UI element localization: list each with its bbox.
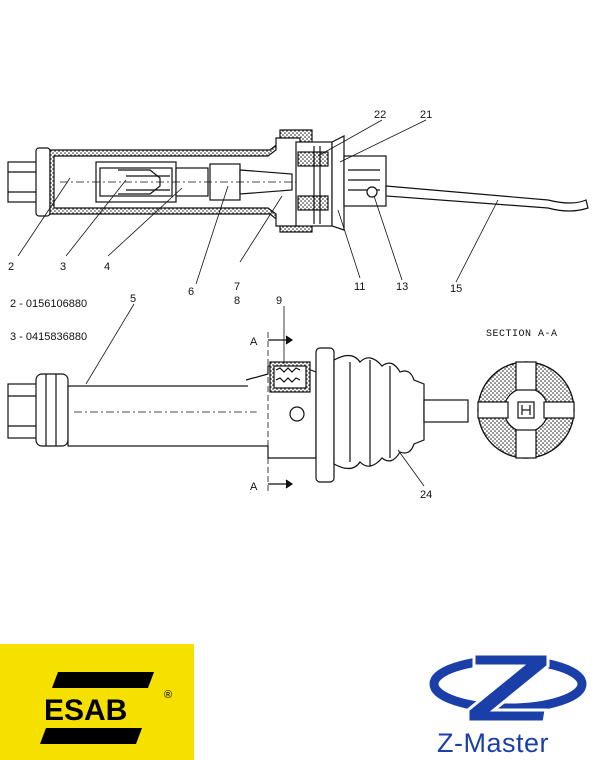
part-number-3: 3 - 0415836880	[10, 331, 88, 343]
section-title: SECTION A-A	[486, 329, 558, 340]
callout-24: 24	[420, 489, 432, 501]
torch-assembly-top	[7, 129, 589, 233]
callout-2: 2	[8, 261, 14, 273]
section-a-a-view	[477, 361, 575, 459]
callout-6: 6	[188, 286, 194, 298]
callout-8: 8	[234, 295, 240, 307]
callout-9: 9	[276, 295, 282, 307]
esab-wordmark: ESAB	[44, 694, 127, 727]
leader-lines	[17, 119, 499, 487]
logo-z-letter	[466, 652, 550, 724]
callout-13: 13	[396, 281, 408, 293]
exploded-parts-diagram: 2 3 4 6 7 8 11 13 15 22 21 5 9 24 A A SE…	[7, 109, 589, 501]
callout-3: 3	[60, 261, 66, 273]
cut-label-a-top: A	[250, 336, 258, 348]
callout-11: 11	[354, 281, 365, 293]
esab-logo: ESAB ®	[0, 644, 194, 760]
torch-assembly-bottom	[7, 332, 469, 492]
callout-5: 5	[130, 293, 136, 305]
registered-mark: ®	[164, 689, 172, 701]
callout-4: 4	[104, 261, 110, 273]
cut-label-a-bottom: A	[250, 481, 258, 493]
z-master-logo	[429, 652, 587, 724]
part-number-2: 2 - 0156106880	[10, 298, 88, 310]
callout-15: 15	[450, 283, 462, 295]
z-master-wordmark: Z-Master	[437, 728, 549, 758]
callout-7: 7	[234, 281, 240, 293]
callout-21: 21	[420, 109, 432, 121]
callout-22: 22	[374, 109, 386, 121]
